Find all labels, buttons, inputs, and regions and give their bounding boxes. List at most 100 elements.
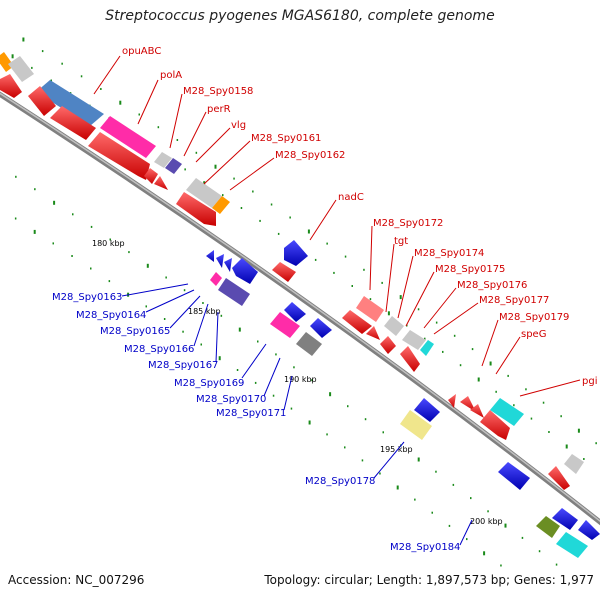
feature-box <box>165 158 182 174</box>
scale-dot <box>128 251 130 254</box>
scale-dot <box>347 405 349 408</box>
scale-dot <box>254 381 257 384</box>
scale-dot <box>363 268 365 271</box>
scale-dot <box>344 446 346 449</box>
scale-dot <box>233 177 235 180</box>
scale-dot <box>314 258 317 261</box>
scale-dot <box>507 374 509 377</box>
gene-label: M28_Spy0174 <box>414 248 484 259</box>
scale-dot <box>326 433 328 436</box>
feature-box <box>296 332 322 356</box>
cds-arrow <box>310 318 332 338</box>
scale-dot <box>351 285 353 287</box>
feature-box <box>36 80 104 126</box>
scale-dot <box>452 483 455 486</box>
leader-line <box>405 271 435 327</box>
scale-dot <box>583 458 585 460</box>
scale-tick-labels: 180 kbp 185 kbp 190 kbp 195 kbp 200 kbp <box>92 239 503 526</box>
scale-dot <box>289 216 291 219</box>
accession-text: Accession: NC_007296 <box>8 573 145 587</box>
leader-line <box>195 127 231 163</box>
gene-label: polA <box>160 70 182 81</box>
cds-arrow <box>470 404 484 418</box>
scale-dot <box>90 225 93 228</box>
cds-arrow <box>448 394 456 408</box>
gene-label: M28_Spy0165 <box>100 326 170 337</box>
scale-dot <box>182 330 184 333</box>
scale-dot <box>165 276 167 279</box>
scale-dot <box>275 353 277 356</box>
leader-line <box>309 199 337 241</box>
leader-line <box>169 93 183 149</box>
scale-dot <box>500 564 502 567</box>
scale-dot <box>487 510 489 513</box>
scale-dot <box>163 318 166 320</box>
scale-dot <box>595 442 597 445</box>
gene-label: speG <box>521 329 546 340</box>
gene-label: M28_Spy0158 <box>183 86 253 97</box>
scale-dot <box>369 298 372 301</box>
cds-arrow <box>380 336 396 354</box>
cds-arrow <box>272 262 296 282</box>
tick-label: 195 kbp <box>380 445 413 454</box>
scale-dot <box>52 242 54 245</box>
scale-dot <box>414 498 416 501</box>
gene-label: tgt <box>394 236 408 247</box>
cds-arrow <box>144 168 158 184</box>
map-title: Streptococcus pyogenes MGAS6180, complet… <box>105 8 495 24</box>
gene-label: vlg <box>231 120 246 131</box>
leader-line <box>229 157 275 191</box>
feature-box <box>212 196 230 214</box>
cds-arrow <box>548 466 570 490</box>
cds-arrow <box>552 508 578 530</box>
leader-line <box>145 289 195 313</box>
cds-arrow <box>498 462 530 490</box>
feature-box <box>8 56 34 82</box>
gene-label: opuABC <box>122 46 161 57</box>
gene-label: pgi <box>582 376 597 387</box>
scale-dot <box>22 37 25 42</box>
feature-box <box>210 272 222 286</box>
scale-dot <box>382 431 384 434</box>
scale-dot <box>119 100 122 105</box>
leader-line <box>283 375 293 411</box>
scale-dot <box>555 563 558 566</box>
scale-dot <box>504 523 507 528</box>
gene-label: M28_Spy0171 <box>216 408 286 419</box>
leader-line <box>495 336 521 375</box>
leader-line <box>433 302 479 335</box>
feature-box <box>556 532 588 558</box>
cds-arrow <box>224 258 232 272</box>
scale-dot <box>195 151 198 154</box>
leader-line <box>137 79 159 125</box>
scale-dot <box>80 75 83 78</box>
scale-dot <box>538 550 541 553</box>
scale-dot <box>329 392 332 397</box>
scale-dot <box>14 217 17 220</box>
scale-dot <box>145 305 147 308</box>
scale-dot <box>200 343 202 346</box>
genome-backbone-highlight <box>0 92 600 523</box>
scale-dot <box>41 50 44 53</box>
leader-line <box>385 243 395 313</box>
feature-box <box>218 278 250 306</box>
scale-dot <box>495 390 497 393</box>
scale-dot <box>399 295 402 300</box>
scale-dot <box>277 232 280 235</box>
cds-arrow <box>28 86 56 116</box>
gene-label: M28_Spy0166 <box>124 344 194 355</box>
scale-dot <box>259 219 261 222</box>
feature-box <box>564 454 584 474</box>
scale-dot <box>424 337 426 340</box>
leader-line <box>121 283 189 297</box>
leader-line <box>423 287 457 329</box>
feature-box <box>100 116 156 158</box>
scale-dot <box>176 139 179 141</box>
leader-line <box>241 343 267 379</box>
feature-box <box>356 296 384 322</box>
scale-dot <box>431 511 433 514</box>
scale-dot <box>218 356 221 361</box>
gene-label: M28_Spy0184 <box>390 542 460 553</box>
scale-dot <box>307 229 310 234</box>
